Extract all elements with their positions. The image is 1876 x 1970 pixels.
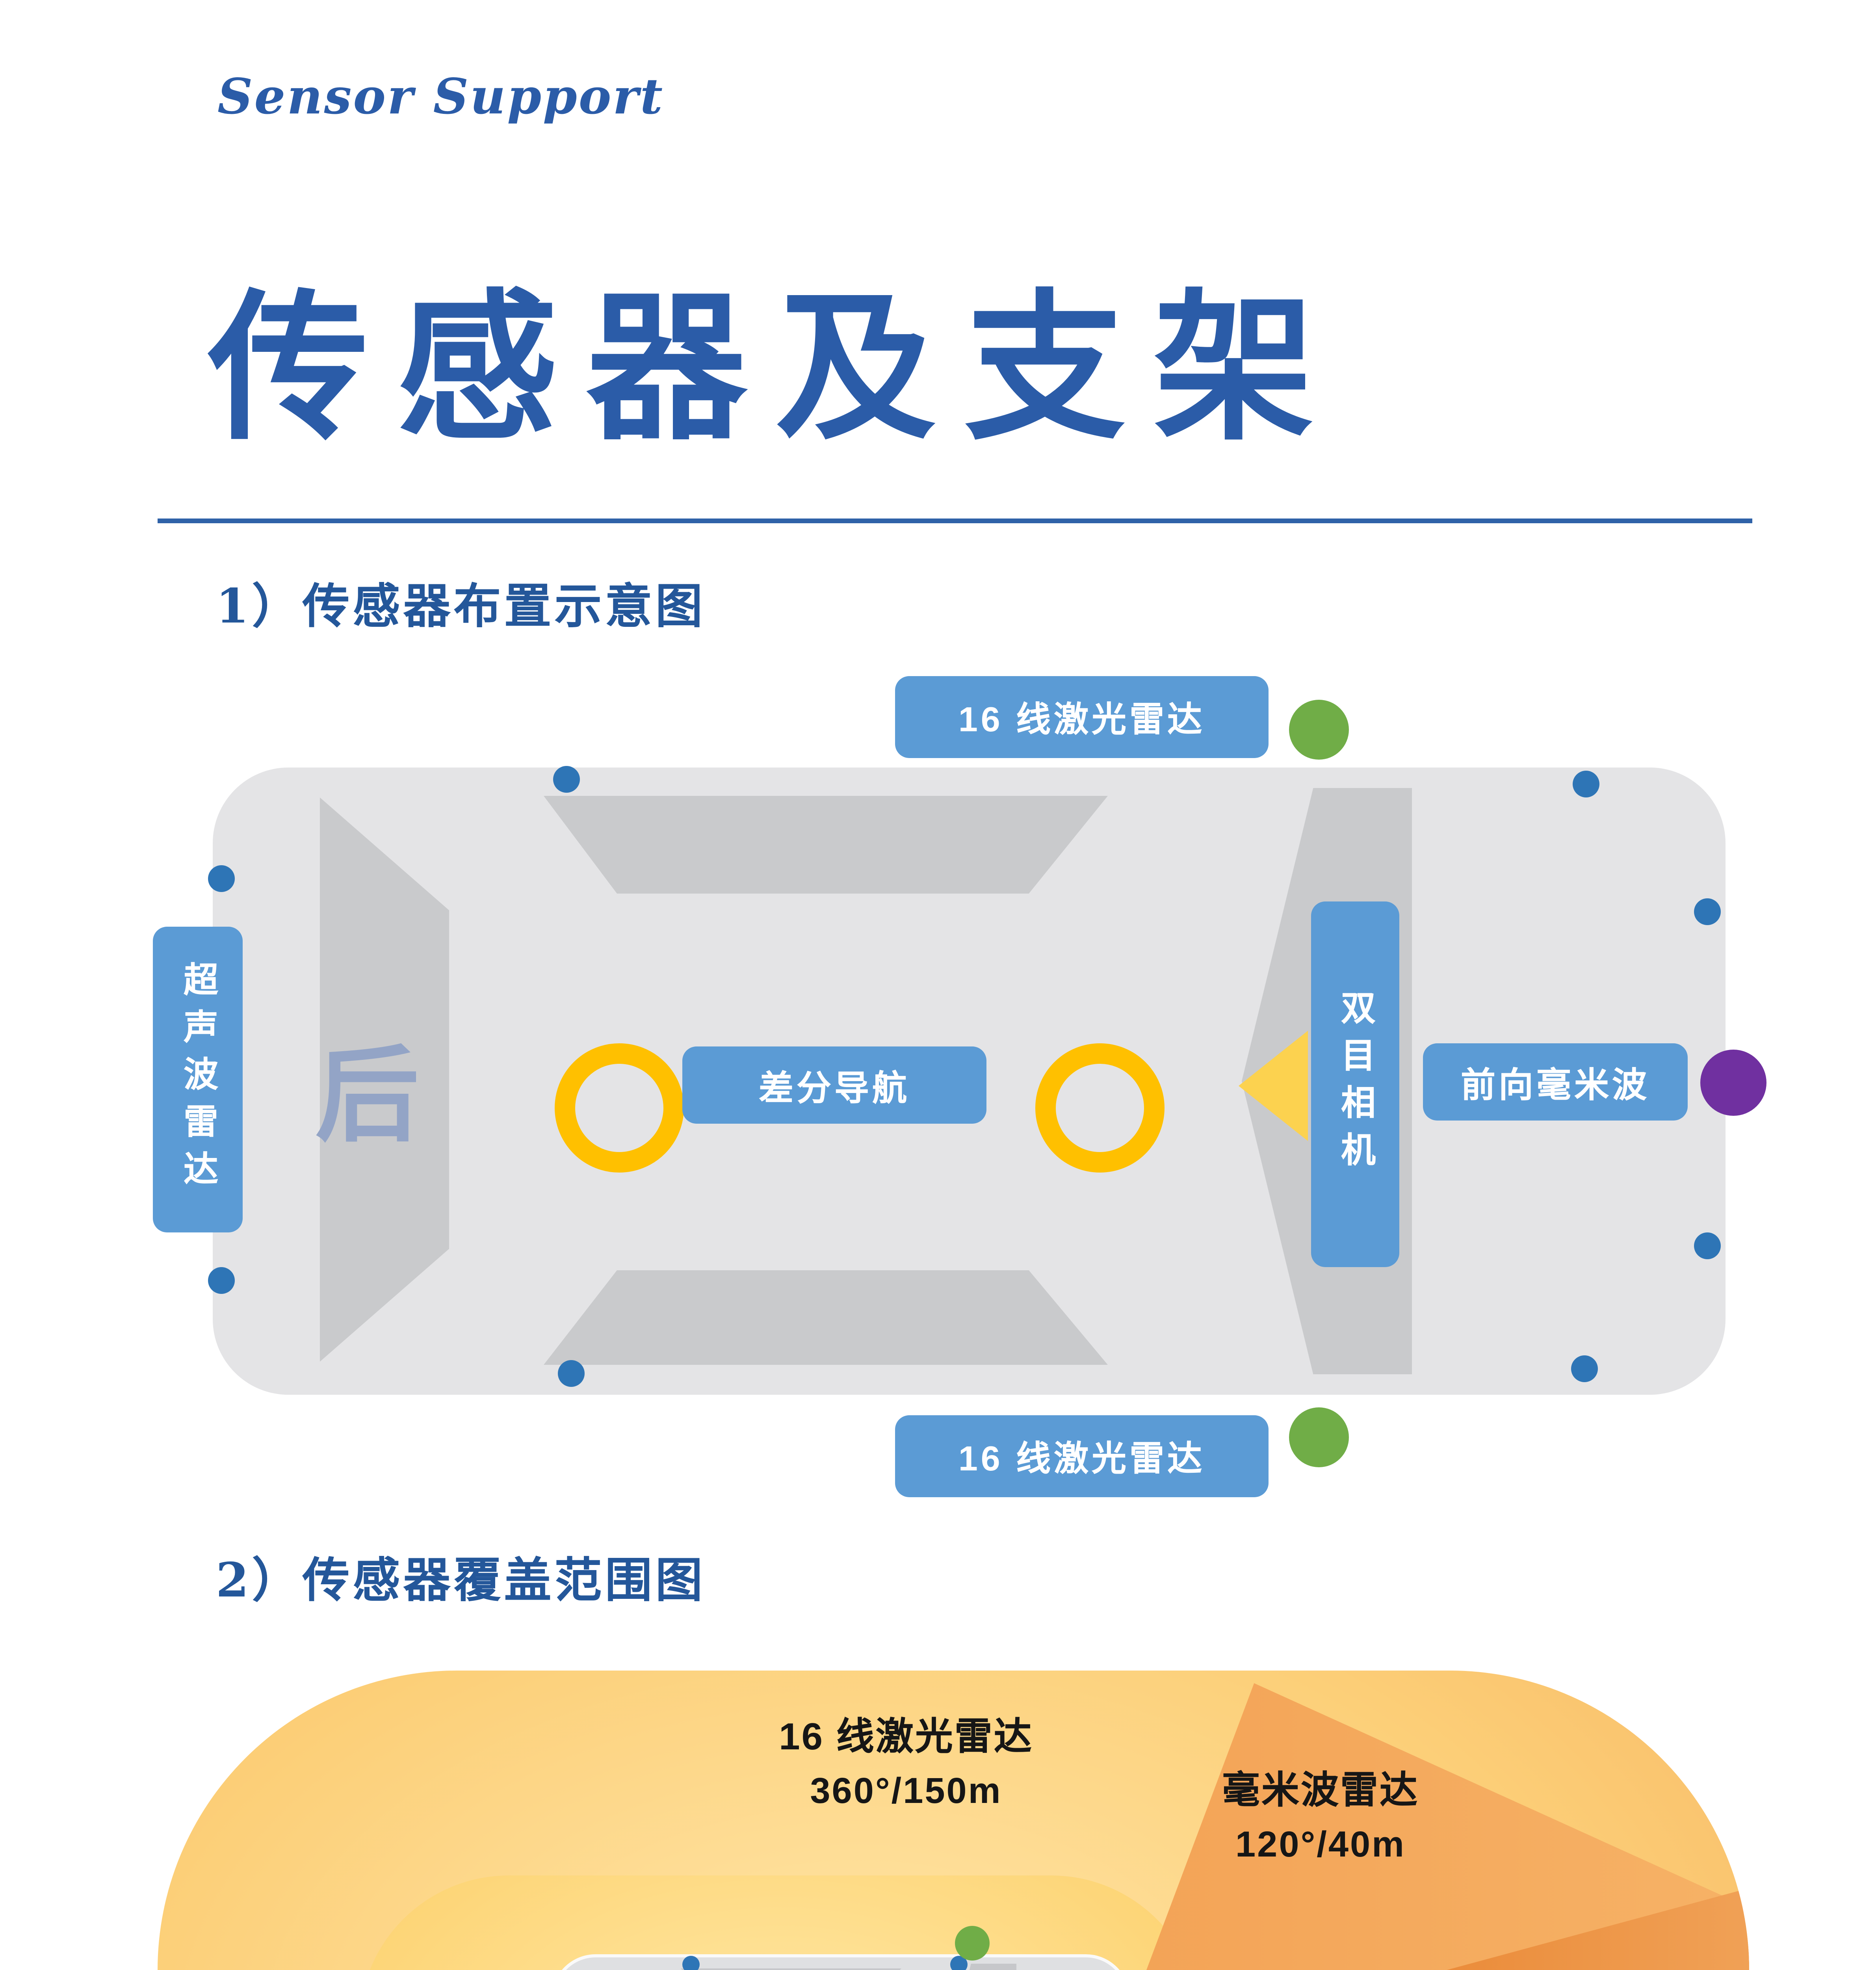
- mini-lidar-top-marker: [955, 1926, 990, 1961]
- lidar-top-marker: [1289, 700, 1349, 760]
- stereo-camera-label-text: 双目相机: [1336, 990, 1376, 1179]
- stereo-camera-label: 双目相机: [1311, 901, 1399, 1267]
- ultrasonic-sensor-dot: [1571, 1355, 1598, 1382]
- title-divider: [158, 519, 1752, 523]
- ultrasonic-sensor-dot: [553, 766, 580, 793]
- lidar-bottom-label: 16 线激光雷达: [895, 1415, 1269, 1497]
- section2-heading: 2）传感器覆盖范围图: [216, 1554, 706, 1609]
- vehicle-rear-window-shape: [320, 797, 449, 1362]
- ultrasonic-label-text: 超声波雷达: [179, 961, 218, 1198]
- ultrasonic-sensor-dot: [1573, 771, 1599, 797]
- rtk-nav-label: 差分导航: [682, 1046, 986, 1124]
- mini-vehicle: 后: [552, 1954, 1130, 1970]
- gnss-antenna-ring-right: [1035, 1043, 1165, 1173]
- coverage-label-text: 毫米波雷达: [1222, 1770, 1419, 1812]
- ultrasonic-sensor-dot: [1694, 1232, 1721, 1259]
- mini-roof-shape-top: [681, 1968, 901, 1970]
- ultrasonic-sensor-dot: [1694, 898, 1721, 925]
- mmw-top-coverage-label: 毫米波雷达 120°/40m: [1147, 1765, 1494, 1869]
- lidar-bottom-marker: [1289, 1407, 1349, 1467]
- ultrasonic-sensor-dot: [208, 865, 235, 892]
- lidar-top-coverage-label: 16 线激光雷达 360°/150m: [394, 1712, 1418, 1816]
- brand-logo-text: Sensor Support: [217, 69, 665, 126]
- vehicle-roof-shape-bottom: [544, 1270, 1108, 1365]
- coverage-diagram: 后 16 线激光雷达 360°/150m 毫米波雷达 120°/: [158, 1671, 1749, 1970]
- front-mmw-label: 前向毫米波: [1423, 1043, 1688, 1121]
- gnss-antenna-ring-left: [555, 1043, 684, 1173]
- ultrasonic-sensor-dot: [558, 1360, 585, 1387]
- coverage-label-text: 16 线激光雷达: [779, 1716, 1033, 1759]
- ultrasonic-sensor-dot: [208, 1267, 235, 1294]
- lidar-top-label: 16 线激光雷达: [895, 676, 1269, 758]
- coverage-spec-text: 120°/40m: [1235, 1823, 1406, 1864]
- mini-ultrasonic-dot: [682, 1956, 700, 1970]
- vehicle-roof-shape-top: [544, 796, 1108, 894]
- page-title: 传感器及支架: [208, 274, 1343, 463]
- rear-direction-label: 后: [315, 1034, 419, 1157]
- front-mmw-marker: [1700, 1050, 1766, 1116]
- coverage-spec-text: 360°/150m: [810, 1770, 1002, 1811]
- section1-heading: 1）传感器布置示意图: [216, 580, 706, 635]
- ultrasonic-label: 超声波雷达: [153, 927, 243, 1232]
